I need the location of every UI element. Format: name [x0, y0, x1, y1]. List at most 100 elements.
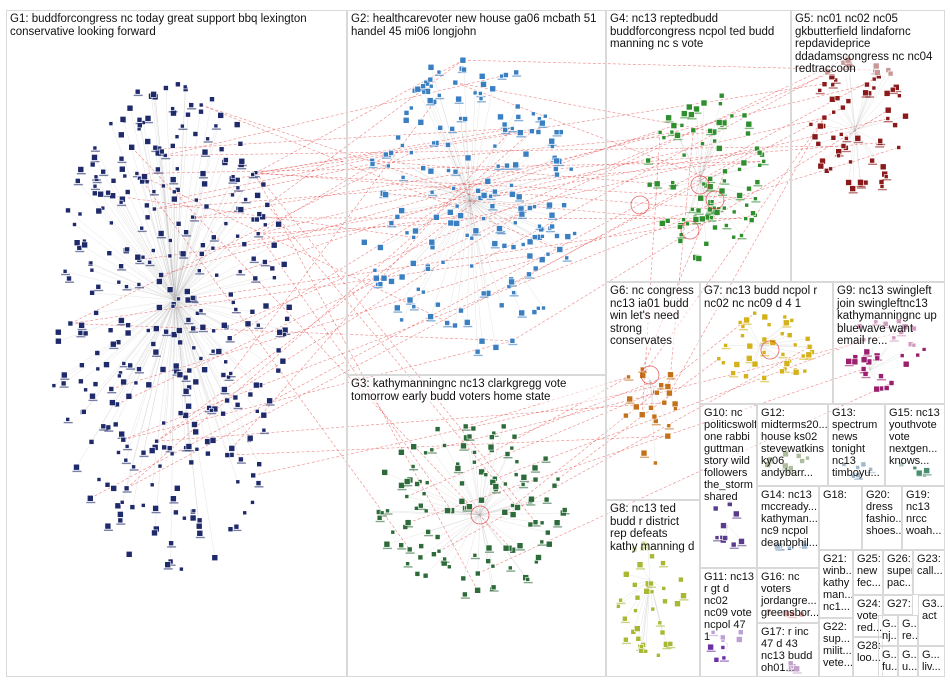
node-g3[interactable] [488, 434, 495, 440]
node-g2[interactable] [497, 113, 504, 121]
node-g3[interactable] [466, 433, 473, 440]
node-g3[interactable] [502, 544, 510, 552]
node-g1[interactable] [114, 502, 122, 510]
node-g4[interactable] [754, 179, 761, 185]
node-g1[interactable] [195, 522, 203, 530]
node-g2[interactable] [428, 238, 436, 246]
node-g4[interactable] [718, 92, 725, 99]
node-g3[interactable] [509, 511, 517, 518]
node-g3[interactable] [474, 570, 481, 577]
node-g1[interactable] [205, 450, 211, 457]
node-g1[interactable] [89, 289, 95, 296]
node-g1[interactable] [211, 554, 219, 562]
node-g1[interactable] [60, 380, 67, 387]
node-g1[interactable] [124, 284, 129, 289]
node-g2[interactable] [526, 252, 534, 260]
node-g1[interactable] [134, 171, 140, 176]
node-g3[interactable] [403, 478, 411, 485]
node-g1[interactable] [116, 279, 122, 285]
group-panel-g29[interactable]: G... nj... [878, 615, 898, 646]
node-g3[interactable] [542, 455, 549, 462]
node-g1[interactable] [117, 517, 124, 524]
node-g2[interactable] [532, 204, 537, 209]
node-g1[interactable] [182, 515, 187, 521]
node-g3[interactable] [478, 496, 485, 504]
node-g1[interactable] [150, 91, 157, 98]
node-g3[interactable] [545, 540, 553, 548]
node-g4[interactable] [750, 210, 756, 216]
node-g2[interactable] [436, 93, 442, 98]
node-g1[interactable] [243, 197, 248, 202]
node-g5[interactable] [845, 98, 852, 104]
node-g1[interactable] [215, 348, 223, 355]
node-g1[interactable] [161, 444, 167, 451]
node-g5[interactable] [884, 106, 892, 114]
group-panel-g19[interactable]: G19: nc13 nrcc woah... [902, 486, 945, 550]
node-g1[interactable] [92, 183, 98, 189]
node-g3[interactable] [421, 491, 427, 497]
node-g1[interactable] [262, 302, 270, 310]
node-g1[interactable] [129, 504, 136, 510]
node-g1[interactable] [65, 417, 70, 422]
node-g2[interactable] [553, 129, 560, 135]
node-g1[interactable] [169, 176, 177, 183]
node-g1[interactable] [140, 449, 147, 456]
node-g2[interactable] [478, 91, 483, 96]
node-g2[interactable] [463, 319, 471, 326]
node-g1[interactable] [198, 108, 204, 115]
node-g3[interactable] [485, 558, 492, 564]
node-g2[interactable] [548, 211, 556, 219]
node-g5[interactable] [869, 157, 875, 164]
node-g3[interactable] [422, 572, 429, 579]
node-g1[interactable] [276, 328, 284, 336]
node-g1[interactable] [233, 523, 240, 530]
group-panel-g18[interactable]: G18: [819, 486, 862, 550]
node-g1[interactable] [228, 291, 234, 298]
node-g2[interactable] [399, 317, 404, 323]
node-g4[interactable] [718, 101, 723, 106]
node-g3[interactable] [535, 554, 542, 561]
node-g4[interactable] [712, 138, 717, 144]
node-g1[interactable] [235, 233, 240, 239]
node-g1[interactable] [188, 102, 194, 108]
node-g3[interactable] [404, 519, 412, 526]
node-g2[interactable] [554, 171, 560, 178]
node-g2[interactable] [496, 225, 503, 232]
group-panel-g13[interactable]: G13: spectrum news tonight nc13 timboyu.… [828, 404, 885, 486]
node-g2[interactable] [472, 227, 480, 235]
node-g2[interactable] [572, 231, 577, 236]
node-g5[interactable] [815, 141, 822, 147]
node-g1[interactable] [198, 356, 204, 361]
node-g1[interactable] [194, 446, 200, 452]
node-g4[interactable] [661, 135, 667, 140]
node-g2[interactable] [393, 304, 401, 312]
node-g3[interactable] [460, 575, 467, 582]
node-g2[interactable] [484, 178, 492, 185]
node-g2[interactable] [444, 320, 451, 326]
node-g1[interactable] [209, 437, 217, 444]
node-g1[interactable] [242, 510, 247, 516]
node-g3[interactable] [423, 508, 429, 514]
node-g4[interactable] [741, 112, 748, 119]
node-g1[interactable] [117, 511, 124, 518]
node-g5[interactable] [808, 122, 814, 127]
node-g1[interactable] [285, 303, 293, 311]
node-g1[interactable] [83, 387, 88, 393]
node-g1[interactable] [146, 328, 151, 333]
node-g2[interactable] [540, 234, 545, 239]
node-g1[interactable] [182, 387, 190, 395]
node-g1[interactable] [77, 166, 85, 173]
node-g1[interactable] [275, 367, 282, 374]
node-g1[interactable] [247, 391, 254, 398]
node-g6[interactable] [658, 382, 665, 389]
node-g1[interactable] [81, 241, 88, 249]
node-g2[interactable] [377, 244, 384, 251]
node-g3[interactable] [379, 510, 385, 516]
node-g3[interactable] [462, 423, 469, 430]
node-g1[interactable] [191, 508, 197, 514]
node-g1[interactable] [205, 136, 210, 142]
node-g2[interactable] [518, 309, 526, 317]
node-g1[interactable] [153, 325, 160, 332]
node-g1[interactable] [118, 199, 124, 205]
node-g4[interactable] [715, 145, 723, 152]
